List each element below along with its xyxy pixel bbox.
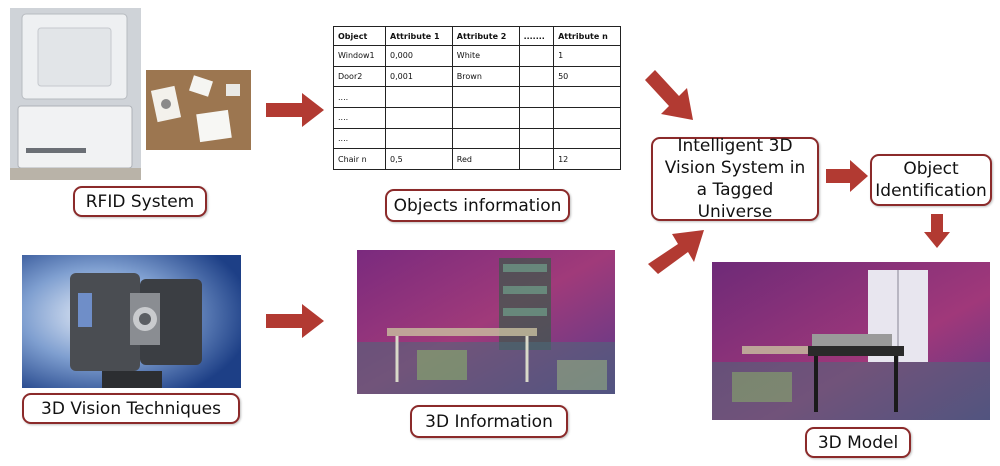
table-cell: White [451, 45, 520, 67]
table-cell: 0,001 [385, 65, 453, 88]
table-row: .... [332, 106, 621, 129]
intelligent-system-label: Intelligent 3D Vision System in a Tagged… [651, 136, 819, 222]
rfid-reader-image [10, 8, 141, 180]
table-cell [553, 86, 621, 108]
table-header-cell: Attribute 2 [451, 26, 520, 46]
table-cell [451, 106, 520, 129]
table-cell: Brown [451, 65, 520, 88]
model-image [712, 262, 990, 420]
table-cell [518, 148, 555, 170]
table-row: .... [332, 127, 621, 150]
rfid-tags-image [146, 70, 251, 150]
table-cell [518, 45, 555, 67]
table-cell: .... [332, 127, 387, 150]
point-cloud-image [357, 250, 615, 394]
table-cell: Door2 [332, 65, 387, 88]
arrow-identification-to-model [924, 214, 950, 248]
table-cell [518, 106, 555, 129]
table-cell [518, 65, 555, 88]
scanner-image [22, 255, 241, 388]
table-cell [553, 127, 621, 150]
table-cell: Chair n [332, 148, 387, 170]
object-identification-label: Object Identification [870, 154, 992, 206]
info-3d-label: 3D Information [410, 405, 568, 438]
table-cell [385, 86, 453, 108]
table-header-cell: Object [332, 26, 387, 46]
table-cell [451, 86, 520, 108]
rfid-tags-photo [146, 70, 251, 150]
table-cell: Red [451, 148, 520, 170]
table-row: Chair n 0,5 Red 12 [332, 148, 621, 170]
rfid-reader-photo [10, 8, 141, 180]
table-cell: 50 [553, 65, 621, 88]
table-cell: .... [332, 106, 387, 129]
vision-techniques-label: 3D Vision Techniques [22, 393, 240, 424]
arrow-table-to-system [645, 70, 693, 120]
table-header-cell: Attribute n [553, 26, 621, 46]
scanner-photo [22, 255, 241, 388]
table-cell: 1 [553, 45, 621, 67]
table-cell [518, 86, 555, 108]
objects-information-label: Objects information [385, 189, 570, 222]
arrow-rfid-to-table [266, 93, 324, 127]
table-cell: 12 [553, 148, 621, 170]
table-cell [385, 106, 453, 129]
point-cloud-3d-model [712, 262, 990, 420]
objects-table: Object Attribute 1 Attribute 2 ....... A… [332, 26, 621, 170]
table-cell: Window1 [332, 45, 387, 67]
table-header-cell: ....... [518, 26, 555, 46]
arrow-info-to-system [648, 230, 704, 274]
model-3d-label: 3D Model [805, 427, 911, 458]
table-cell [518, 127, 555, 150]
table-row: .... [332, 86, 621, 108]
table-cell [553, 106, 621, 129]
table-row: Window1 0,000 White 1 [332, 45, 621, 67]
table-cell: 0,5 [385, 148, 453, 170]
table-cell: 0,000 [385, 45, 453, 67]
table-cell [385, 127, 453, 150]
arrow-scanner-to-info [266, 304, 324, 338]
table-header-row: Object Attribute 1 Attribute 2 ....... A… [332, 26, 621, 46]
table-cell: .... [332, 86, 387, 108]
rfid-system-label: RFID System [73, 186, 207, 217]
table-cell [451, 127, 520, 150]
point-cloud-3d-info [357, 250, 615, 394]
table-row: Door2 0,001 Brown 50 [332, 65, 621, 88]
arrow-system-to-identification [826, 160, 868, 192]
table-header-cell: Attribute 1 [385, 26, 453, 46]
